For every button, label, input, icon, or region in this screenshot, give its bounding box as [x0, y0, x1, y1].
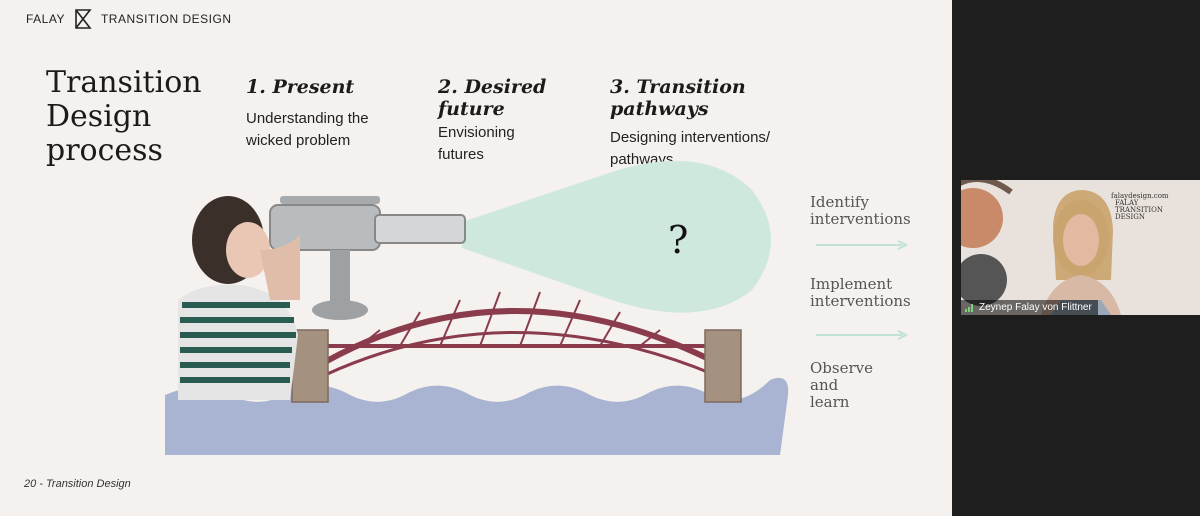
- side-label-line: interventions: [810, 293, 911, 310]
- participant-name: Zeynep Falay von Flittner: [979, 300, 1092, 315]
- arrow-right-icon: [816, 240, 908, 250]
- side-label-line: learn: [810, 394, 873, 411]
- video-background-brand: falaydesign.com FALAY TRANSITION DESIGN: [1111, 192, 1200, 221]
- video-brand-line: DESIGN: [1115, 214, 1163, 221]
- participant-nameplate: Zeynep Falay von Flittner: [961, 300, 1098, 315]
- slide-footer: 20 - Transition Design: [24, 478, 131, 490]
- illustration: [0, 0, 952, 516]
- side-label-line: Implement: [810, 276, 911, 293]
- side-label-line: and: [810, 377, 873, 394]
- presentation-slide: FALAY TRANSITION DESIGN Transition Desig…: [0, 0, 952, 516]
- vision-cone-shape: [462, 161, 771, 313]
- side-label-identify: Identify interventions: [810, 194, 911, 228]
- signal-strength-icon: [965, 303, 975, 312]
- arrow-right-icon: [816, 330, 908, 340]
- side-label-line: interventions: [810, 211, 911, 228]
- participant-video-tile[interactable]: falaydesign.com FALAY TRANSITION DESIGN …: [961, 180, 1200, 315]
- side-label-observe: Observe and learn: [810, 360, 873, 411]
- side-label-implement: Implement interventions: [810, 276, 911, 310]
- side-label-line: Identify: [810, 194, 911, 211]
- side-label-line: Observe: [810, 360, 873, 377]
- question-mark: ?: [668, 218, 688, 262]
